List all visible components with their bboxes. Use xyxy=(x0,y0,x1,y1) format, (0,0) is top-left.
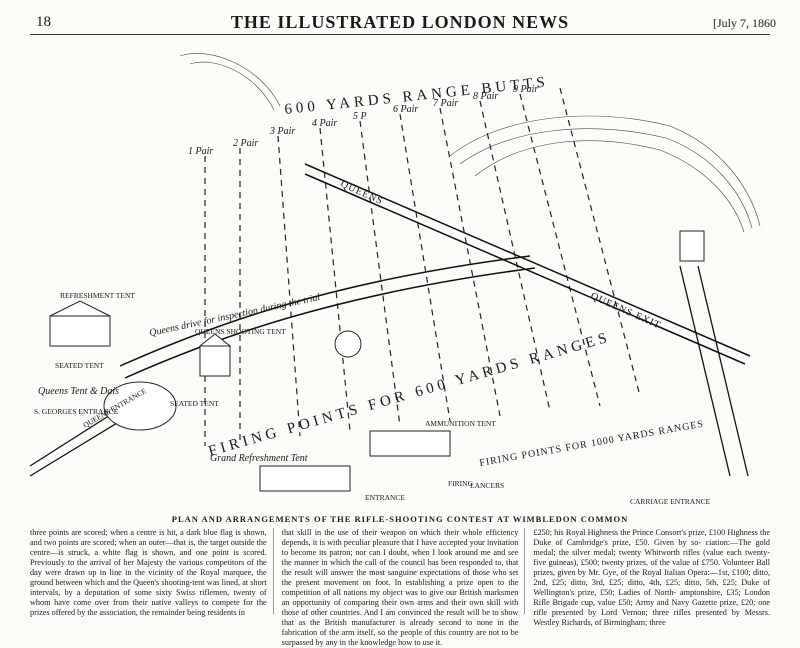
site-plan-drawing: 1 Pair 2 Pair 3 Pair 4 Pair 5 P 6 Pair 7… xyxy=(29,53,761,506)
header-rule xyxy=(30,34,770,35)
queens-shooting-tent-label: QUEENS SHOOTING TENT xyxy=(195,327,286,336)
masthead: THE ILLUSTRATED LONDON NEWS xyxy=(230,12,570,32)
pair-label: 3 Pair xyxy=(269,126,295,137)
pair-label: 6 Pair xyxy=(393,104,418,115)
queens-tent-dais-label: Queens Tent & Dais xyxy=(38,386,119,397)
firing-points-1000-label: FIRING POINTS FOR 1000 YARDS RANGES xyxy=(479,419,705,469)
exit-road xyxy=(679,265,749,477)
st-georges-entrance-label: S. GEORGES ENTRANCE xyxy=(34,407,119,416)
pair-label: 1 Pair xyxy=(188,146,213,157)
pair-label: 8 Pair xyxy=(473,91,498,102)
article-column: three points are scored; when a centre i… xyxy=(30,528,274,617)
article-column: £250; his Royal Highness the Prince Cons… xyxy=(533,528,771,627)
pair-label: 2 Pair xyxy=(233,138,258,149)
entrance-label: ENTRANCE xyxy=(365,493,405,502)
figure-caption: PLAN AND ARRANGEMENTS OF THE RIFLE-SHOOT… xyxy=(171,514,629,524)
carriage-entrance-label: CARRIAGE ENTRANCE xyxy=(630,497,711,506)
lancers-label: LANCERS xyxy=(470,481,504,490)
pair-label: 7 Pair xyxy=(433,98,458,109)
article-columns: three points are scored; when a centre i… xyxy=(30,528,771,647)
pair-labels: 1 Pair 2 Pair 3 Pair 4 Pair 5 P 6 Pair 7… xyxy=(188,84,538,157)
site-plan-map: 1 Pair 2 Pair 3 Pair 4 Pair 5 P 6 Pair 7… xyxy=(29,36,770,510)
firing-label: FIRING xyxy=(448,479,474,488)
hill-shading xyxy=(179,53,761,233)
ammunition-tent-label: AMMUNITION TENT xyxy=(425,419,496,428)
pair-label: 4 Pair xyxy=(312,118,337,129)
queens-exit-label: QUEENS EXIT xyxy=(589,291,663,332)
grand-refreshment-label: Grand Refreshment Tent xyxy=(210,453,308,464)
pair-label: 9 Pair xyxy=(513,84,538,95)
seated-tent-label: SEATED TENT xyxy=(55,361,104,370)
page-header: 18 THE ILLUSTRATED LONDON NEWS [July 7, … xyxy=(24,8,776,34)
queens-road-label: QUEENS xyxy=(339,179,385,208)
tents xyxy=(49,230,705,492)
range-lines xyxy=(204,87,641,446)
page-number: 18 xyxy=(36,14,51,30)
queens-drive xyxy=(119,255,536,379)
refreshment-tent-label: REFRESHMENT TENT xyxy=(60,291,135,300)
seated-tent-2-label: SEATED TENT xyxy=(170,399,219,408)
issue-date: [July 7, 1860 xyxy=(713,16,776,30)
article-column: that skill in the use of their weapon on… xyxy=(282,528,526,647)
pair-label: 5 P xyxy=(353,111,367,122)
